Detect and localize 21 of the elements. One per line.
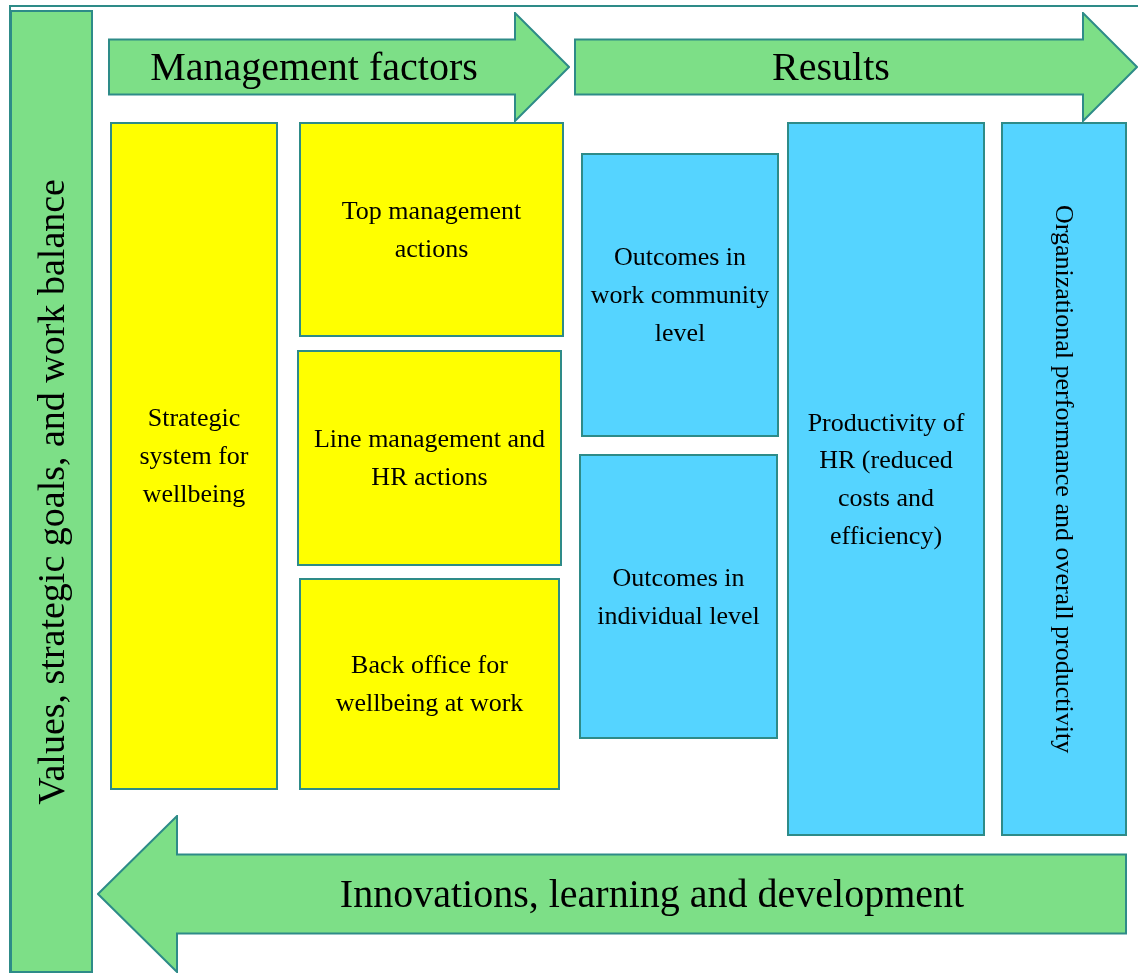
side-bar [10, 10, 93, 973]
box-label: Productivity of HR (reduced costs and efficiency) [806, 406, 966, 552]
box-label: Outcomes in individual level [596, 561, 761, 632]
factor-box [299, 122, 564, 337]
arrow-label: Management factors [150, 43, 478, 91]
factor-box [297, 350, 562, 566]
result-box [1001, 122, 1127, 836]
box-label: Top management actions [340, 194, 523, 265]
box-label: Organizational performance and overall productivity [1048, 204, 1080, 754]
factor-box [110, 122, 278, 790]
arrow-label: Results [772, 43, 890, 91]
bar-label: Values, strategic goals, and work balance [28, 178, 73, 805]
result-box [579, 454, 778, 739]
box-label: Back office for wellbeing at work [334, 649, 525, 719]
box-label: Strategic system for wellbeing [138, 402, 250, 510]
factor-box [299, 578, 560, 790]
arrow-label: Innovations, learning and development [339, 870, 965, 918]
box-label: Line management and HR actions [313, 423, 546, 493]
box-label: Outcomes in work community level [589, 241, 771, 349]
result-box [787, 122, 985, 836]
result-box [581, 153, 779, 437]
